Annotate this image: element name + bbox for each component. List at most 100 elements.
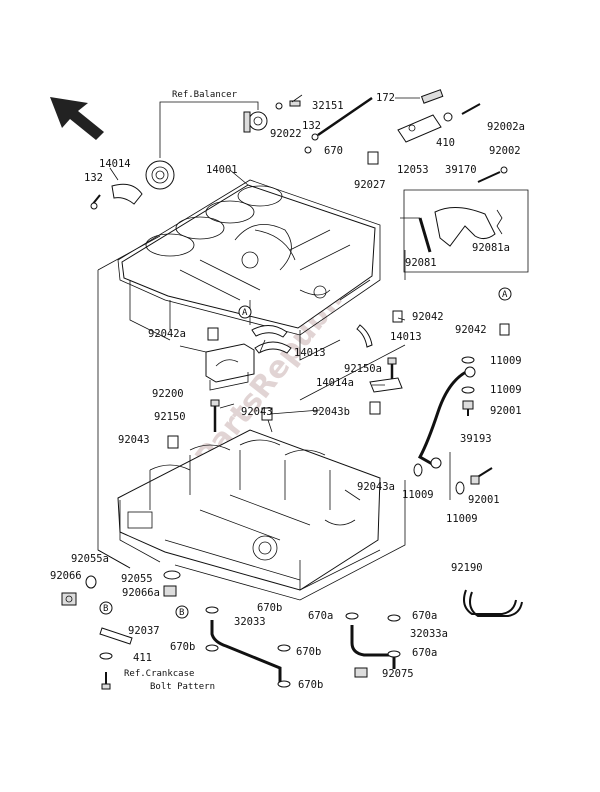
dowel-92043b: [369, 401, 381, 415]
thrust-14013c: [356, 324, 373, 348]
guide-410: [397, 114, 442, 143]
label-92075: 92075: [382, 668, 414, 680]
marker-a-2-label: A: [502, 290, 508, 300]
label-32033a: 32033a: [410, 628, 448, 640]
oring-92055: [163, 570, 181, 580]
label-92042a: 92042a: [148, 328, 186, 340]
washer-11009-d: [455, 481, 465, 495]
label-92055a: 92055a: [71, 553, 109, 565]
thrust-14013b: [254, 341, 292, 354]
marker-a-1: A: [238, 305, 252, 319]
label-11009-b: 11009: [490, 384, 522, 396]
label-92002a: 92002a: [487, 121, 525, 133]
label-32033: 32033: [234, 616, 266, 628]
ref-balancer: Ref.Balancer: [172, 90, 238, 100]
washer-11009-a: [461, 356, 475, 364]
label-39170: 39170: [445, 164, 477, 176]
label-92200: 92200: [152, 388, 184, 400]
label-92043-left: 92043: [118, 434, 150, 446]
bolt-92002a: [443, 103, 481, 122]
label-410: 410: [436, 137, 455, 149]
lower-crankcase: [117, 429, 381, 591]
bearing-cap-92200: [205, 343, 255, 391]
marker-a-2: A: [498, 287, 512, 301]
bolt-132-left: [90, 194, 101, 210]
label-92042-r: 92042: [455, 324, 487, 336]
dowel-92042: [392, 310, 403, 323]
label-92043a: 92043a: [357, 481, 395, 493]
thrust-14013a: [251, 325, 288, 338]
shaft-32151: [311, 96, 373, 141]
label-14001: 14001: [206, 164, 238, 176]
label-670a-2: 670a: [412, 610, 437, 622]
label-92022: 92022: [270, 128, 302, 140]
pin-172: [420, 89, 444, 104]
cover-14014: [111, 183, 143, 205]
balancer-bracket: [159, 101, 259, 158]
label-92066: 92066: [50, 570, 82, 582]
marker-b-1-label: B: [179, 608, 184, 618]
washer-411: [99, 652, 113, 660]
label-92066a: 92066a: [122, 587, 160, 599]
bolt-92001-b: [470, 467, 493, 485]
dowel-92042-r: [499, 323, 510, 336]
ref-crankcase-2: Bolt Pattern: [150, 682, 215, 692]
label-670a-3: 670a: [412, 647, 437, 659]
direction-arrow-icon: [50, 97, 104, 140]
oil-pipe-39193: [417, 366, 476, 469]
label-14013-a: 14013: [390, 331, 422, 343]
bolt-92002: [477, 166, 508, 183]
label-92043b: 92043b: [312, 406, 350, 418]
balancer-gear: [243, 111, 268, 133]
label-11009-a: 11009: [490, 355, 522, 367]
tensioner-39170: [418, 207, 503, 253]
label-92150a: 92150a: [344, 363, 382, 375]
label-670a-1: 670a: [308, 610, 333, 622]
dowel-92042a: [207, 327, 219, 341]
label-92001-b: 92001: [468, 494, 500, 506]
marker-b-1: B: [175, 605, 189, 619]
label-670b-1: 670b: [257, 602, 282, 614]
label-14013-b: 14013: [294, 347, 326, 359]
bolt-92150a: [387, 357, 397, 380]
label-670: 670: [324, 145, 343, 157]
collar-92027: [367, 151, 379, 165]
label-14014a: 14014a: [316, 377, 354, 389]
leader-lines: [109, 94, 420, 501]
part-labels: 172 32151 132 92022 670 410 92002a 92002…: [50, 92, 525, 691]
frame-tensioner: [403, 189, 529, 273]
label-92042-top: 92042: [412, 311, 444, 323]
label-39193: 39193: [460, 433, 492, 445]
bolt-92001-a: [462, 400, 474, 416]
pipe-32033: [205, 606, 291, 688]
plate-14014a: [369, 377, 403, 393]
pipe-32033a: [345, 612, 401, 678]
label-32151: 32151: [312, 100, 344, 112]
plug-92066a: [163, 585, 177, 597]
bolt-132: [275, 100, 301, 110]
label-670b-3: 670b: [296, 646, 321, 658]
label-11009-d: 11009: [446, 513, 478, 525]
hose-92190: [463, 589, 523, 617]
washer-11009-c: [413, 463, 423, 477]
label-670b-2: 670b: [170, 641, 195, 653]
plug-92066: [61, 592, 77, 606]
label-92081a: 92081a: [472, 242, 510, 254]
bolt-crankcase-ref: [101, 672, 111, 690]
marker-a-1-label: A: [242, 308, 248, 318]
label-670b-4: 670b: [298, 679, 323, 691]
label-92027: 92027: [354, 179, 386, 191]
frame-lower: [97, 480, 406, 601]
marker-b-2: B: [99, 601, 113, 615]
label-92055: 92055: [121, 573, 153, 585]
label-172: 172: [376, 92, 395, 104]
marker-b-2-label: B: [103, 604, 108, 614]
oring-670: [304, 146, 312, 154]
upper-crankcase: [117, 179, 381, 361]
label-132-left: 132: [84, 172, 103, 184]
label-14014: 14014: [99, 158, 131, 170]
label-92081: 92081: [405, 257, 437, 269]
label-92001-a: 92001: [490, 405, 522, 417]
